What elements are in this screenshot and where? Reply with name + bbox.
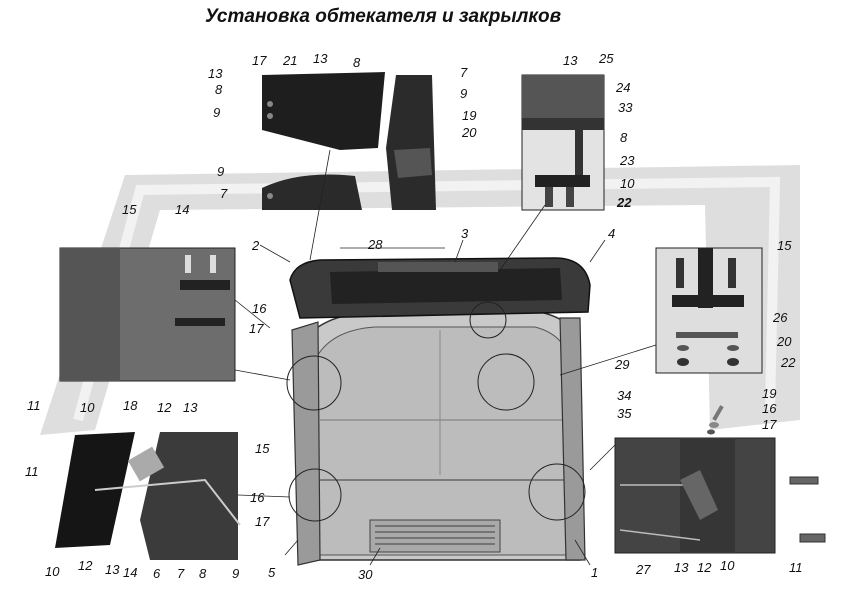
detail-circles <box>286 301 586 522</box>
callout-16b: 16 <box>762 401 777 416</box>
callout-13b: 13 <box>208 66 223 81</box>
cab-grille <box>369 519 501 553</box>
loose-bolts <box>707 405 826 543</box>
callout-8a: 8 <box>353 55 361 70</box>
callout-23: 23 <box>619 153 635 168</box>
callout-9d: 9 <box>232 566 239 581</box>
callout-22a: 22 <box>616 195 632 210</box>
callout-9c: 9 <box>217 164 224 179</box>
callout-15a: 15 <box>122 202 137 217</box>
callout-10d: 10 <box>720 558 735 573</box>
callout-19a: 19 <box>462 108 476 123</box>
cab-body <box>299 311 581 561</box>
callout-17b: 17 <box>249 321 264 336</box>
callout-10a: 10 <box>620 176 635 191</box>
callout-8b: 8 <box>215 82 223 97</box>
callout-9b: 9 <box>460 86 467 101</box>
callout-20b: 20 <box>776 334 792 349</box>
callout-10c: 10 <box>45 564 60 579</box>
callout-12c: 12 <box>697 560 712 575</box>
callout-12a: 12 <box>157 400 172 415</box>
inset-right-mid <box>655 247 763 374</box>
diagram-title: Установка обтекателя и закрылков <box>205 6 562 27</box>
callout-28: 28 <box>367 237 383 252</box>
callout-25: 25 <box>598 51 614 66</box>
inset-upper-left <box>262 72 385 210</box>
callout-13d: 13 <box>183 400 198 415</box>
inset-upper-mid <box>386 75 436 210</box>
callout-10b: 10 <box>80 400 95 415</box>
callout-17c: 17 <box>762 417 777 432</box>
callout-13c: 13 <box>563 53 578 68</box>
callout-20a: 20 <box>461 125 477 140</box>
callout-24: 24 <box>615 80 630 95</box>
callout-34: 34 <box>617 388 631 403</box>
callout-19b: 19 <box>762 386 776 401</box>
callout-7a: 7 <box>460 65 468 80</box>
callout-15b: 15 <box>777 238 792 253</box>
callout-13f: 13 <box>674 560 689 575</box>
callout-18: 18 <box>123 398 138 413</box>
callout-3: 3 <box>461 226 469 241</box>
callout-29: 29 <box>614 357 629 372</box>
callout-5: 5 <box>268 565 276 580</box>
roof-fairing <box>289 257 591 319</box>
callout-27: 27 <box>635 562 651 577</box>
callout-15c: 15 <box>255 441 270 456</box>
callout-8c: 8 <box>620 130 628 145</box>
callout-6: 6 <box>153 566 161 581</box>
callout-7c: 7 <box>177 566 185 581</box>
callout-2: 2 <box>251 238 260 253</box>
callout-17a: 17 <box>252 53 267 68</box>
callout-26: 26 <box>772 310 788 325</box>
callout-11c: 11 <box>789 560 803 575</box>
callout-16c: 16 <box>250 490 265 505</box>
callout-13e: 13 <box>105 562 120 577</box>
callout-30: 30 <box>358 567 373 582</box>
callouts: 17 21 13 8 13 8 9 7 9 19 20 9 7 13 25 24… <box>25 51 803 582</box>
background-watermark <box>40 165 800 435</box>
inset-lower-right <box>614 437 776 554</box>
callout-12b: 12 <box>78 558 93 573</box>
leader-lines <box>234 149 657 566</box>
side-flaps <box>291 317 586 566</box>
callout-22b: 22 <box>780 355 796 370</box>
callout-7b: 7 <box>220 186 228 201</box>
callout-9a: 9 <box>213 105 220 120</box>
inset-upper-right <box>521 74 605 211</box>
callout-35: 35 <box>617 406 632 421</box>
inset-lower-left <box>55 432 241 560</box>
callout-14b: 14 <box>123 565 137 580</box>
callout-8d: 8 <box>199 566 207 581</box>
callout-11b: 11 <box>25 464 39 479</box>
callout-14a: 14 <box>175 202 189 217</box>
callout-33: 33 <box>618 100 633 115</box>
callout-1: 1 <box>591 565 598 580</box>
callout-4: 4 <box>608 226 615 241</box>
callout-17d: 17 <box>255 514 270 529</box>
inset-left-mid <box>59 247 236 382</box>
callout-13a: 13 <box>313 51 328 66</box>
callout-11a: 11 <box>27 398 41 413</box>
callout-16a: 16 <box>252 301 267 316</box>
callout-21: 21 <box>282 53 297 68</box>
